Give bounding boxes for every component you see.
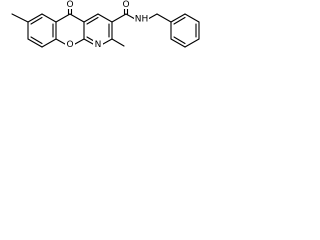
label-bg bbox=[134, 14, 149, 24]
carbonyl-oxygen-label: O bbox=[66, 0, 73, 10]
structure-canvas: O O N O NH bbox=[0, 0, 221, 74]
bond bbox=[74, 38, 85, 45]
amide-n-bond bbox=[125, 13, 136, 20]
bond bbox=[102, 38, 113, 45]
double-bond-inner bbox=[30, 36, 43, 45]
label-bg bbox=[93, 40, 103, 49]
methyl-bond-right bbox=[111, 38, 125, 47]
bond bbox=[69, 13, 85, 23]
bond bbox=[27, 38, 43, 48]
bond bbox=[41, 38, 57, 48]
benzene-ring-left bbox=[27, 13, 57, 48]
bond bbox=[83, 38, 94, 45]
bond bbox=[55, 38, 66, 45]
amide-carbon-bond bbox=[111, 13, 127, 23]
double-bond-inner bbox=[173, 36, 186, 45]
bond bbox=[170, 13, 186, 23]
pyranone-ring bbox=[55, 13, 85, 45]
label-bg bbox=[121, 0, 131, 9]
ring-oxygen-label: O bbox=[66, 40, 73, 50]
bond bbox=[27, 13, 43, 23]
bond bbox=[97, 13, 113, 23]
bond bbox=[170, 38, 186, 48]
double-bond-inner bbox=[30, 16, 43, 25]
benzyl-phenyl-ring bbox=[170, 13, 200, 48]
methyl-bond-left bbox=[11, 13, 29, 23]
pyridine-nitrogen-label: N bbox=[95, 40, 102, 50]
benzyl-ch2-bond bbox=[147, 13, 158, 20]
double-bond-inner bbox=[86, 36, 94, 42]
label-bg bbox=[65, 0, 75, 9]
amide-oxygen-label: O bbox=[122, 0, 129, 10]
benzyl-ch2-bond bbox=[156, 13, 172, 23]
bond bbox=[83, 13, 99, 23]
bond bbox=[55, 13, 71, 23]
amide-nitrogen-label: NH bbox=[135, 15, 149, 25]
bond bbox=[41, 13, 57, 23]
double-bond-inner bbox=[86, 16, 99, 25]
label-bg bbox=[65, 40, 75, 49]
bond bbox=[184, 13, 200, 23]
double-bond-inner bbox=[173, 16, 186, 25]
pyridine-ring bbox=[83, 13, 113, 45]
bond bbox=[184, 38, 200, 48]
chromeno-pyridine-carboxamide-structure: O O N O NH bbox=[11, 0, 200, 50]
